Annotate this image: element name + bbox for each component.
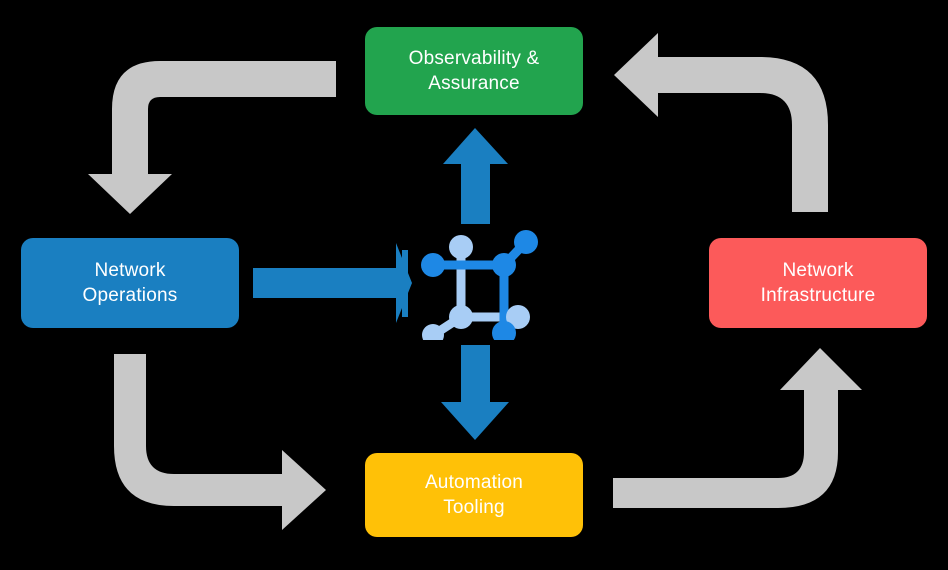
gray-arrow-infrastructure-to-observability [614,33,828,212]
node-label-observability: Observability & Assurance [408,47,540,94]
blue-arrow-center-to-automation [441,345,509,440]
node-box-network-infrastructure[interactable]: Network Infrastructure [709,238,927,328]
node-box-observability[interactable]: Observability & Assurance [365,27,583,115]
node-label-network-infrastructure: Network Infrastructure [760,259,876,306]
node-label-automation-tooling: Automation Tooling [424,471,524,518]
blue-arrow-center-to-observability [443,128,508,224]
blue-arrow-operations-to-center [253,243,412,323]
gray-arrow-observability-to-operations [88,61,336,214]
network-icon-light-nodes [422,235,530,340]
node-box-network-operations[interactable]: Network Operations [21,238,239,328]
gray-arrow-operations-to-automation [114,354,326,530]
gray-arrow-automation-to-infrastructure [613,348,862,508]
node-box-automation-tooling[interactable]: Automation Tooling [365,453,583,537]
network-topology-icon [421,230,538,340]
node-label-network-operations: Network Operations [82,259,178,306]
network-icon-primary-nodes [421,230,538,340]
